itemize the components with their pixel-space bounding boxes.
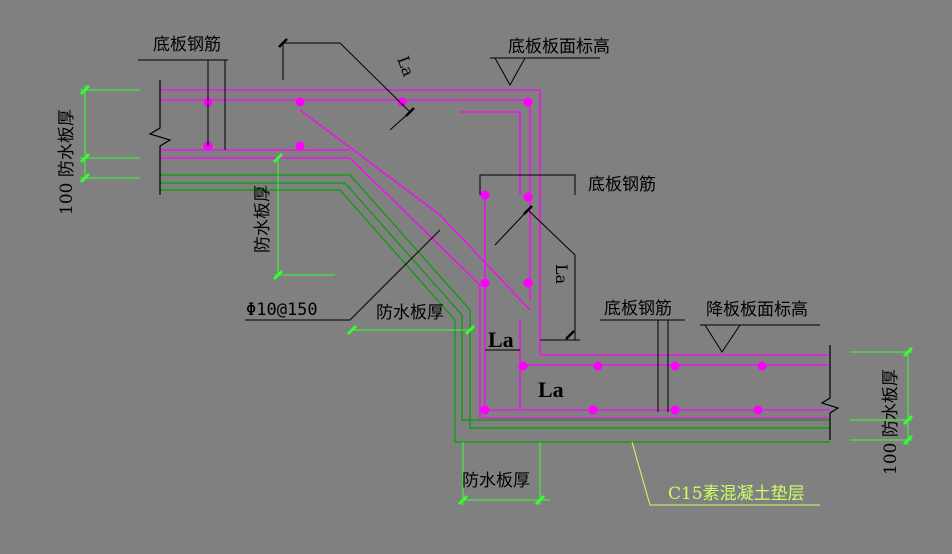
tick (79, 84, 91, 96)
label-thickness-middle: 防水板厚 (376, 303, 444, 323)
cushion-leader (631, 441, 820, 506)
label-rebar-middle: 底板钢筋 (588, 175, 656, 195)
tick (272, 269, 284, 281)
rebar-dot (523, 192, 533, 202)
leader-rebar-spec (245, 229, 441, 321)
cushion-line-bottom (160, 189, 830, 443)
rebar-dot (480, 278, 490, 288)
dimensions (80, 85, 912, 505)
la-ticks (278, 38, 575, 340)
elevation-top-triangle (494, 57, 526, 87)
label-la-big-upper: La (488, 327, 514, 352)
rebar-dot (757, 361, 767, 371)
tick (79, 152, 91, 164)
rebar-dots (203, 97, 767, 415)
tick (79, 172, 91, 184)
rebar-dot (753, 405, 763, 415)
elevation-lower-triangle (704, 324, 741, 353)
slab-bottom-slope (160, 157, 830, 419)
label-thickness-left-vertical: 100 防水板厚 (57, 109, 77, 215)
label-rebar-spec: Φ10@150 (246, 300, 318, 320)
slab-bottom-slope-inner (299, 109, 531, 311)
waterproof-line-outer (160, 174, 830, 429)
label-la-mid: La (552, 264, 571, 285)
leader-rebar-middle (479, 174, 576, 195)
tick (902, 434, 914, 446)
leaders (138, 42, 820, 412)
waterproof-layer-lines (160, 174, 830, 443)
waterproof-line-inner (160, 182, 830, 421)
label-rebar-top-left: 底板钢筋 (153, 35, 221, 55)
tick (902, 414, 914, 426)
tick (902, 346, 914, 358)
tick (457, 494, 469, 506)
label-rebar-right: 底板钢筋 (604, 299, 672, 319)
rebar-dot (593, 361, 603, 371)
slab-outline (160, 89, 830, 419)
rebar-dot (523, 278, 533, 288)
tick (272, 152, 284, 164)
la-dim-top (282, 42, 411, 113)
rebar-dot (670, 361, 680, 371)
tick (346, 324, 358, 336)
label-thickness-slope-vertical: 防水板厚 (253, 185, 273, 253)
rebar-dot (397, 97, 407, 107)
label-cushion-layer: C15素混凝土垫层 (668, 484, 805, 504)
rebar-dot (295, 141, 305, 151)
tick (534, 494, 546, 506)
tick (405, 107, 415, 117)
tick (565, 330, 575, 340)
tick (523, 205, 533, 215)
label-slab-top-elevation: 底板板面标高 (508, 37, 610, 57)
label-lowered-slab-elevation: 降板板面标高 (706, 300, 808, 320)
rebar-hook-middle (460, 111, 521, 195)
rebar-dot (523, 97, 533, 107)
label-la-top: La (393, 54, 418, 80)
rebar-dot (295, 97, 305, 107)
break-line-right (820, 345, 840, 440)
rebar-dot (670, 405, 680, 415)
la-dim-mid (527, 209, 576, 340)
la-dim-mid-2 (494, 209, 529, 246)
break-line-left (148, 80, 172, 195)
rebar-dot (480, 405, 490, 415)
break-lines (148, 80, 840, 440)
tick (464, 324, 476, 336)
label-thickness-bottom: 防水板厚 (462, 471, 530, 491)
tick (278, 38, 288, 48)
label-thickness-right-vertical: 100 防水板厚 (881, 369, 901, 475)
rebar-dot (588, 405, 598, 415)
label-la-big-lower: La (538, 377, 564, 402)
dimension-ticks (79, 84, 914, 506)
rebar-dot (518, 361, 528, 371)
rebar-dot (480, 190, 490, 200)
